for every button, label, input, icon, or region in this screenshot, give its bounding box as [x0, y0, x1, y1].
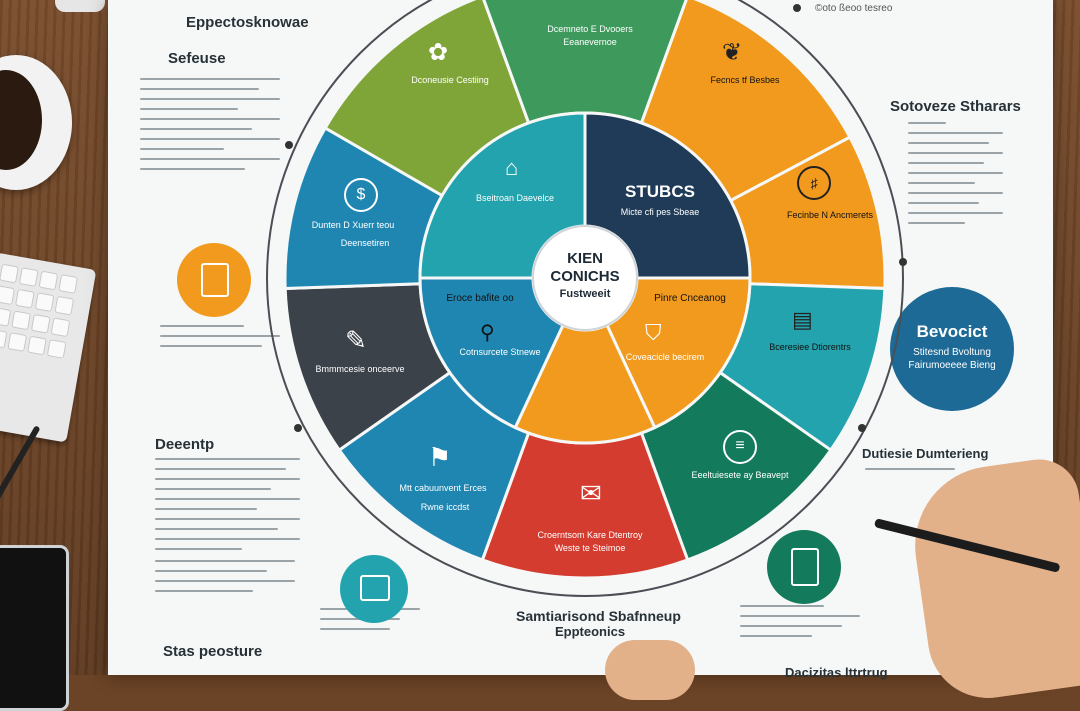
list-icon: ≡ [723, 430, 757, 464]
left-section1-body [140, 78, 280, 178]
hub-circle [532, 225, 638, 331]
outer-red-sub: Weste te Steimoe [554, 543, 626, 553]
badge-line2: Fairumoeeee Bieng [908, 360, 996, 371]
monitor-icon [360, 575, 390, 601]
left-mid-body [160, 325, 280, 355]
ring-dot [285, 141, 293, 149]
ring-dot [899, 258, 907, 266]
badge-title: Bevocict [916, 322, 988, 341]
left-orange-circle [177, 243, 251, 317]
document-icon [201, 263, 229, 297]
outer-gray-label: Bmmmcesie onceerve [315, 364, 405, 374]
chat-icon: ✎ [345, 325, 367, 355]
right-lower-body [740, 605, 860, 645]
inner-blue-label: Eroce bafite oo [446, 293, 514, 304]
outer-orange-top-label: Fecncs tf Besbes [710, 75, 780, 85]
ring-dot [858, 424, 866, 432]
desk-object [55, 0, 105, 12]
outer-green-bottom-label: Eeeltuiesete ay Beavept [691, 470, 789, 480]
bottom-hand [605, 640, 695, 700]
inner-teal-label: Bseitroan Daevelce [475, 193, 555, 203]
inner-orange-sub: Coveacicle becirem [625, 352, 705, 362]
left-section3-title: Stas peosture [163, 643, 263, 660]
inner-navy-title: STUBCS [625, 182, 695, 201]
clipboard-icon [791, 548, 819, 586]
outer-olive-label: Dconeusie Cestiing [411, 75, 489, 85]
document-icon: ✉ [580, 478, 602, 508]
ring-dot [294, 424, 302, 432]
outer-teal-bottom-label: Mtt cabuunvent Erces [399, 483, 487, 493]
outer-blue-label: Dunten D Xuerr teou [311, 220, 395, 230]
right-top-small: ©oto ßeoo tesreo [815, 3, 893, 14]
outer-green-top-sub: Eeanevernoe [563, 37, 617, 47]
hub-line1: KIEN [567, 250, 603, 267]
outer-orange-right-label: Fecinbe N Ancmerets [786, 210, 874, 220]
outer-green-top-label: Dcemneto E Dvooers [547, 24, 633, 34]
outer-blue-sub: Deensetiren [340, 238, 390, 248]
leaf-icon: ❦ [722, 39, 743, 66]
board-icon: ▤ [792, 307, 813, 332]
left-section2-body [155, 458, 300, 558]
left-top-title: Eppectosknowae [186, 14, 309, 31]
inner-blue-sub: Cotnsurcete Stnewe [459, 347, 541, 357]
target-icon: ♯ [797, 166, 831, 200]
left-section2-title: Deeentp [155, 436, 215, 453]
bottom-center-line1: Samtiarisond Sbafnneup [516, 608, 681, 624]
right-section1-body [908, 122, 1003, 232]
bottom-center-line2: Eppteonics [555, 624, 626, 639]
inner-navy-sub: Micte cfi pes Sbeae [620, 207, 700, 217]
badge-line1: Stitesnd Bvoltung [913, 347, 991, 358]
hub-line2: CONICHS [550, 268, 620, 285]
dollar-icon: $ [344, 178, 378, 212]
flag-icon: ⚑ [428, 442, 452, 472]
benefit-badge [890, 287, 1014, 411]
right-section2-body [865, 468, 955, 478]
outer-red-label: Croerntsom Kare Dtentroy [537, 530, 643, 540]
shield-outline-icon: ⛉ [645, 320, 662, 345]
flower-icon: ✿ [428, 39, 449, 66]
shield-icon: ⌂ [505, 155, 519, 180]
bottom-teal-circle [340, 555, 408, 623]
outer-teal-bottom-sub: Rwne iccdst [420, 502, 470, 512]
ring-dot [793, 4, 801, 12]
right-section2-title: Dutiesie Dumterieng [862, 446, 989, 461]
outer-ring [266, 0, 904, 597]
left-lower-body [155, 560, 295, 600]
right-section1-title: Sotoveze Stharars [890, 98, 1021, 115]
outer-teal-right-label: Bceresiee Dtiorentrs [769, 342, 851, 352]
hub-line3: Fustweeit [559, 288, 611, 300]
left-section1-title: Sefeuse [168, 50, 226, 67]
right-green-circle [767, 530, 841, 604]
inner-orange-label: Pinre Cnceanog [654, 293, 726, 304]
key-icon: ⚲ [480, 322, 495, 344]
